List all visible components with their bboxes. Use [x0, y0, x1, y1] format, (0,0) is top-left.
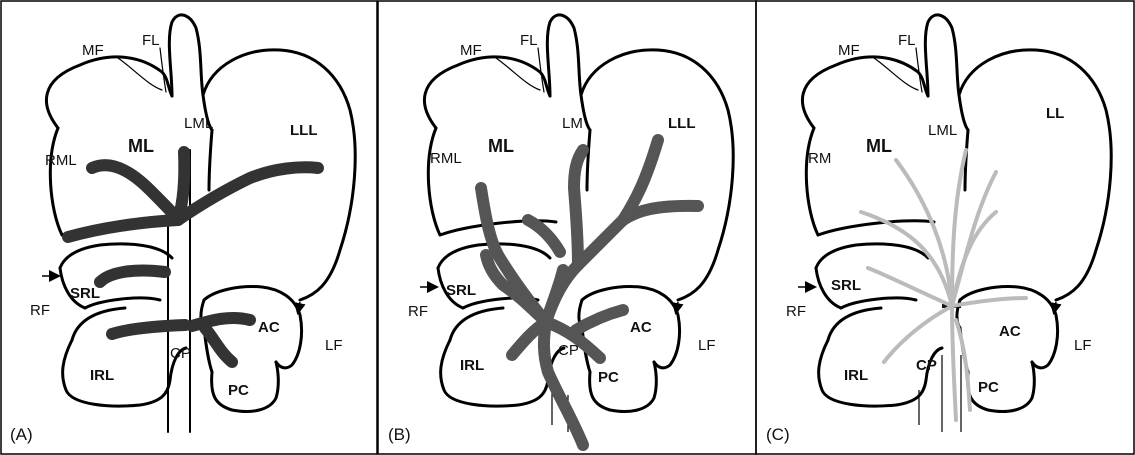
portal-veins-a — [68, 152, 318, 362]
label-rml: RML — [45, 152, 77, 169]
label-irl: IRL — [460, 357, 484, 374]
label-rf: RF — [30, 302, 50, 319]
label-irl: IRL — [90, 367, 114, 384]
label-ml: ML — [866, 136, 892, 156]
label-fl: FL — [520, 32, 538, 49]
panel-b: MF FL ML RML LM LLL SRL RF IRL CP PC AC … — [388, 15, 733, 445]
panel-label-a: (A) — [10, 425, 33, 444]
label-rf: RF — [408, 303, 428, 320]
label-srl: SRL — [446, 282, 476, 299]
mf-pointer-b — [496, 58, 540, 90]
label-lf: LF — [325, 337, 343, 354]
label-lll: LLL — [290, 122, 318, 139]
label-srl: SRL — [831, 277, 861, 294]
label-irl: IRL — [844, 367, 868, 384]
label-lml: LML — [928, 122, 957, 139]
label-ac: AC — [999, 323, 1021, 340]
label-lml: LM — [562, 115, 583, 132]
mf-pointer-c — [874, 58, 918, 90]
label-lml: LML — [184, 115, 213, 132]
label-rml: RM — [808, 150, 831, 167]
panel-a: MF FL ML RML LML LLL SRL RF IRL CP PC AC… — [10, 15, 355, 444]
label-rml: RML — [430, 150, 462, 167]
panel-c: MF FL ML RM LML LL SRL RF IRL CP PC AC L… — [766, 15, 1111, 444]
label-lf: LF — [1074, 337, 1092, 354]
label-lf: LF — [698, 337, 716, 354]
label-pc: PC — [598, 369, 619, 386]
label-pc: PC — [978, 379, 999, 396]
label-fl: FL — [898, 32, 916, 49]
label-mf: MF — [838, 42, 860, 59]
panel-c-border — [756, 1, 1134, 454]
label-mf: MF — [82, 42, 104, 59]
label-ac: AC — [630, 319, 652, 336]
label-fl: FL — [142, 32, 160, 49]
label-cp: CP — [558, 342, 579, 359]
label-rf: RF — [786, 303, 806, 320]
label-lll: LLL — [668, 115, 696, 132]
label-ml: ML — [128, 136, 154, 156]
label-ac: AC — [258, 319, 280, 336]
label-srl: SRL — [70, 285, 100, 302]
mf-pointer-a — [118, 58, 162, 90]
panel-b-border — [378, 1, 756, 454]
panel-label-b: (B) — [388, 425, 411, 444]
label-lll: LL — [1046, 105, 1064, 122]
label-mf: MF — [460, 42, 482, 59]
portal-veins-c — [861, 150, 1026, 420]
panel-label-c: (C) — [766, 425, 790, 444]
label-pc: PC — [228, 382, 249, 399]
label-cp: CP — [170, 345, 191, 362]
label-cp: CP — [916, 357, 937, 374]
label-ml: ML — [488, 136, 514, 156]
portal-veins-b — [481, 140, 698, 445]
